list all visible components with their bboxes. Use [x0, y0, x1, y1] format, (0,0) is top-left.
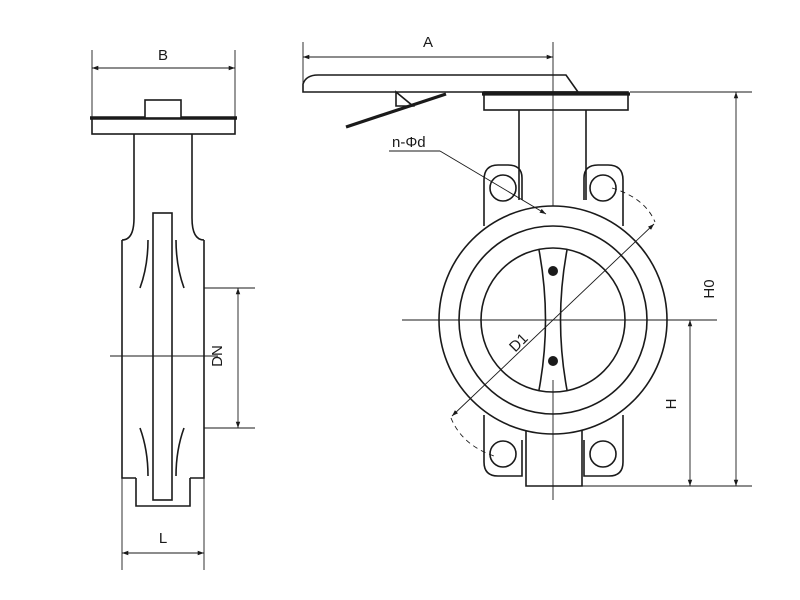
side-top-plate [91, 117, 236, 135]
side-body-left [121, 240, 136, 479]
side-disc-top-curves [139, 239, 185, 289]
front-top-plate [483, 91, 629, 111]
side-disc-bottom-curves [139, 427, 185, 477]
bottom-right-lug [583, 415, 624, 477]
side-body-right [190, 240, 205, 479]
handle-bracket [395, 90, 416, 107]
l-label: L [159, 530, 167, 547]
bolt-circle-arc-top [611, 187, 656, 223]
h0-label: H0 [701, 279, 718, 298]
front-neck [518, 110, 587, 200]
dn-label: DN [209, 345, 226, 367]
side-neck-left [121, 134, 135, 241]
bottom-boss [525, 430, 583, 487]
bottom-right-bolt-hole [589, 440, 617, 468]
a-label: A [423, 34, 433, 51]
side-neck-right [191, 134, 205, 241]
b-label: B [158, 47, 168, 64]
bottom-left-bolt-hole [489, 440, 517, 468]
side-view: B DN L [90, 47, 255, 570]
h-label: H [663, 399, 680, 410]
bolt-circle-arc-bottom [450, 417, 495, 457]
side-stem-stub [144, 99, 182, 119]
lever-handle [302, 74, 580, 93]
nd-leader-line [439, 150, 547, 215]
disc-top-pin [548, 266, 558, 276]
top-left-bolt-hole [489, 174, 517, 202]
top-right-bolt-hole [589, 174, 617, 202]
d1-dim-line [451, 223, 655, 417]
disc-bottom-pin [548, 356, 558, 366]
nd-label: n-Φd [392, 134, 426, 151]
side-bottom-boss [135, 478, 191, 507]
side-shaft [152, 212, 173, 501]
top-right-lug [583, 164, 624, 226]
latch-bar [345, 92, 447, 129]
front-view: D1 n-Φd A H0 H [302, 34, 752, 500]
bottom-left-lug [483, 415, 523, 477]
top-left-lug [483, 164, 523, 226]
